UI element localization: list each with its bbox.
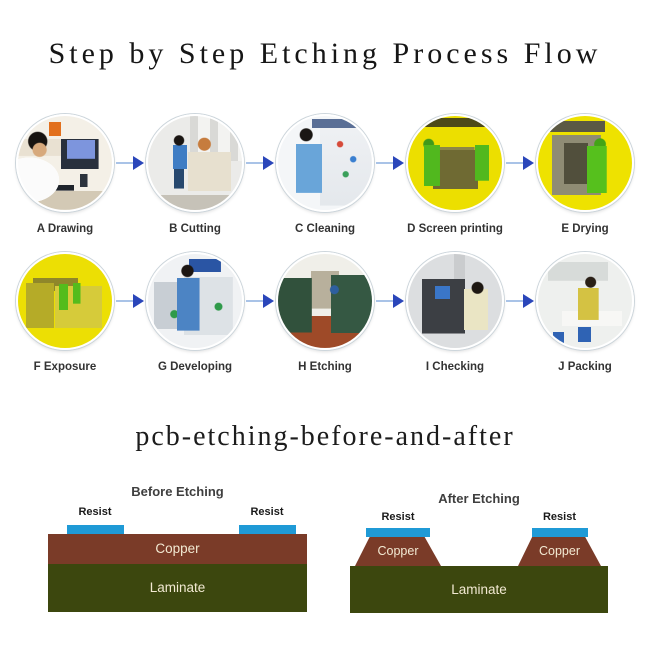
step-label: B Cutting (169, 223, 221, 235)
drying-photo (536, 114, 634, 212)
drawing-photo (16, 114, 114, 212)
copper-pedestal: Resist Copper (355, 511, 441, 566)
flow-arrow-icon (245, 293, 275, 309)
before-etching-diagram: Before Etching Resist Resist Copper Lami… (48, 482, 307, 632)
resist-bar (238, 525, 296, 534)
step-b-cutting: B Cutting (130, 114, 260, 236)
resist-label: Resist (78, 506, 112, 518)
step-e-drying: E Drying (520, 114, 650, 236)
developing-photo (146, 252, 244, 350)
resist-block: Resist (64, 506, 126, 534)
step-label: D Screen printing (407, 223, 503, 235)
after-etching-diagram: After Etching Resist Copper Resist Coppe… (350, 482, 608, 632)
step-label: H Etching (298, 361, 352, 373)
flow-arrow-icon (115, 293, 145, 309)
cleaning-photo (276, 114, 374, 212)
step-g-developing: G Developing (130, 252, 260, 374)
resist-label: Resist (250, 506, 284, 518)
resist-bar (66, 525, 124, 534)
flow-arrow-icon (375, 155, 405, 171)
copper-trapezoid: Copper (355, 537, 441, 566)
step-label: A Drawing (36, 223, 94, 235)
resist-bar (366, 528, 430, 537)
etching-photo (276, 252, 374, 350)
resist-block: Resist (236, 506, 298, 534)
screen-printing-photo (406, 114, 504, 212)
resist-label: Resist (542, 511, 577, 523)
step-h-etching: H Etching (260, 252, 390, 374)
step-label: F Exposure (33, 361, 97, 373)
packing-photo (536, 252, 634, 350)
before-etching-title: Before Etching (131, 484, 224, 499)
flow-arrow-icon (245, 155, 275, 171)
step-a-drawing: A Drawing (0, 114, 130, 236)
step-f-exposure: F Exposure (0, 252, 130, 374)
section-subtitle: pcb-etching-before-and-after (135, 421, 515, 452)
process-flow-row-2: F Exposure G Developing H Etching I Chec… (0, 252, 650, 374)
etching-layer-diagrams: Before Etching Resist Resist Copper Lami… (0, 482, 650, 632)
flow-arrow-icon (505, 293, 535, 309)
copper-pedestal: Resist Copper (518, 511, 601, 566)
resist-bar (531, 528, 588, 537)
flow-arrow-icon (505, 155, 535, 171)
after-etching-title: After Etching (438, 491, 520, 506)
step-label: I Checking (425, 361, 485, 373)
process-flow-row-1: A Drawing B Cutting C Cleaning D Screen … (0, 114, 650, 236)
resist-label: Resist (381, 511, 415, 523)
copper-trapezoid: Copper (518, 537, 601, 566)
laminate-layer: Laminate (48, 564, 307, 612)
laminate-layer: Laminate (350, 566, 608, 613)
page-title: Step by Step Etching Process Flow (48, 37, 602, 70)
step-label: J Packing (558, 361, 612, 373)
exposure-photo (16, 252, 114, 350)
step-c-cleaning: C Cleaning (260, 114, 390, 236)
flow-arrow-icon (115, 155, 145, 171)
step-d-screen-printing: D Screen printing (390, 114, 520, 236)
copper-layer: Copper (48, 534, 307, 564)
checking-photo (406, 252, 504, 350)
step-label: C Cleaning (294, 223, 356, 235)
step-label: G Developing (157, 361, 233, 373)
step-j-packing: J Packing (520, 252, 650, 374)
flow-arrow-icon (375, 293, 405, 309)
cutting-photo (146, 114, 244, 212)
step-label: E Drying (561, 223, 609, 235)
step-i-checking: I Checking (390, 252, 520, 374)
